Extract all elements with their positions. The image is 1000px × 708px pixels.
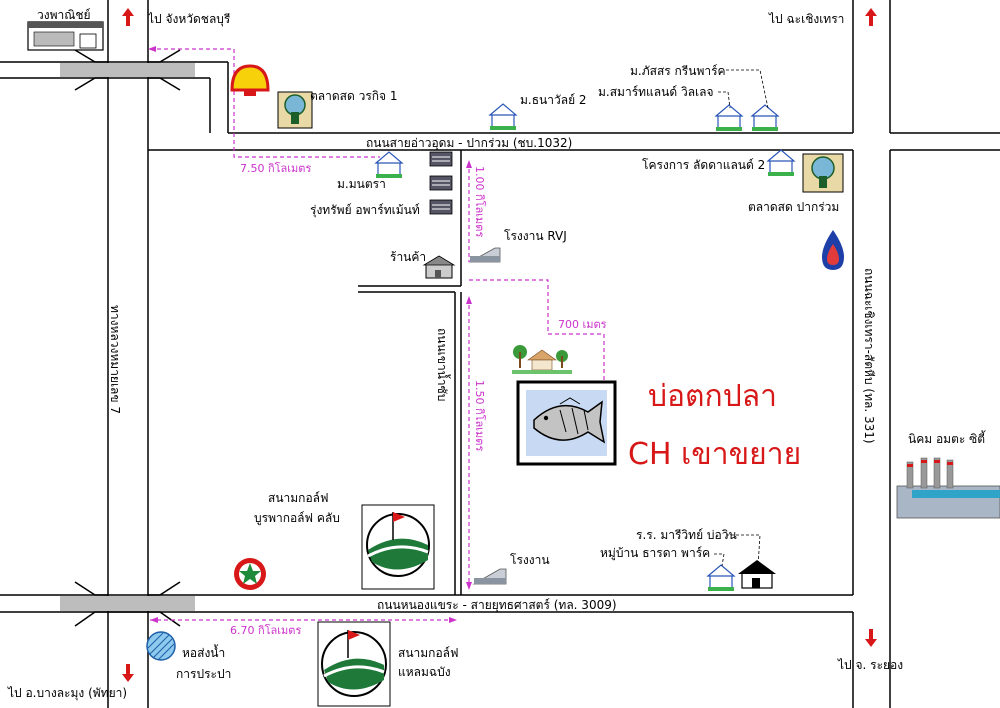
distance-6-70-label: 6.70 กิโลเมตร	[230, 624, 302, 637]
thanawan-village-label: ม.ธนาวัลย์ 2	[520, 93, 587, 107]
golf-course-icon	[361, 504, 435, 590]
water-tower-label-line2: การประปา	[176, 667, 232, 681]
golf-course-icon	[317, 621, 391, 707]
golf-laem-label-line1: สนามกอล์ฟ	[398, 646, 459, 660]
distance-700-label: 700 เมตร	[558, 318, 607, 331]
water-tower-icon	[146, 631, 176, 661]
destination-title-line2: CH เขาขยาย	[628, 437, 802, 472]
khao-namsap-road-label: ถนนเขาน้ำซับ	[435, 328, 449, 402]
school-icon	[738, 560, 776, 589]
ptt-logo-icon	[822, 230, 844, 270]
rungsap-apartment-label: รุ่งทรัพย์ อพาร์ทเม้นท์	[310, 203, 420, 217]
distance-arrowheads	[148, 46, 472, 623]
store-icon	[422, 255, 456, 279]
house-icon	[374, 103, 796, 591]
thara-park-label: หมู่บ้าน ธารดา พาร์ค	[600, 546, 711, 560]
factory-icon	[468, 247, 507, 585]
direction-label-rayong: ไป จ. ระยอง	[838, 658, 904, 672]
rvj-factory-label: โรงงาน RVJ	[504, 229, 567, 243]
highway-7-label: ทางหลวงหมายเลข 7	[108, 305, 122, 415]
top-road-label: ถนนสายอ่าวอุดม - ปากร่วม (ชบ.1032)	[366, 136, 573, 150]
golf-burapha-label-line1: สนามกอล์ฟ	[268, 491, 329, 505]
road-331-label: ถนนฉะเชิงเทรา-สัตหีบ (ทล. 331)	[862, 268, 876, 444]
caltex-logo-icon	[234, 558, 266, 590]
distance-1-00-label: 1.00 กิโลเมตร	[473, 166, 486, 238]
factory-label: โรงงาน	[510, 553, 550, 567]
direction-label-banglamung: ไป อ.บางละมุง (พัทยา)	[8, 686, 128, 700]
distance-lines	[150, 48, 605, 621]
shop-label: ร้านค้า	[390, 250, 427, 264]
market-icon	[277, 91, 313, 129]
market-worakit-label: ตลาดสด วรกิจ 1	[310, 89, 398, 103]
bottom-road-label: ถนนหนองแขระ - สายยุทธศาสตร์ (ทล. 3009)	[377, 598, 617, 612]
destination-title-line1: บ่อตกปลา	[648, 379, 777, 414]
market-icon	[802, 153, 844, 193]
direction-label-chonburi: ไป จังหวัดชลบุรี	[148, 12, 231, 26]
pattsorn-village-label: ม.ภัสสร กรีนพาร์ค	[630, 64, 726, 78]
distance-1-50-label: 1.50 กิโลเมตร	[473, 380, 486, 452]
bridges	[60, 49, 195, 627]
shop-building-icon	[27, 21, 104, 51]
apartment-icon	[429, 151, 453, 215]
direction-label-chachoengsao: ไป ฉะเชิงเทรา	[769, 12, 845, 26]
amata-city-label: นิคม อมตะ ซิตี้	[908, 432, 986, 446]
leader-lines	[714, 69, 769, 567]
golf-laem-label-line2: แหลมฉบัง	[398, 665, 451, 679]
golf-burapha-label-line2: บูรพากอล์ฟ คลับ	[254, 511, 340, 525]
market-pakruam-label: ตลาดสด ปากร่วม	[748, 200, 840, 214]
water-tower-label-line1: หอส่งน้ำ	[182, 646, 226, 660]
manatra-village-label: ม.มนตรา	[337, 177, 386, 191]
distance-7-50-label: 7.50 กิโลเมตร	[240, 162, 312, 175]
industrial-estate-icon	[896, 457, 1000, 519]
laddaland-label: โครงการ ลัดดาแลนด์ 2	[642, 158, 766, 172]
shell-logo-icon	[230, 64, 270, 96]
arrow-up-icon	[122, 8, 877, 26]
smartland-village-label: ม.สมาร์ทแลนด์ วิลเลจ	[598, 85, 714, 99]
arrow-down-icon	[122, 629, 877, 682]
fish-pond-icon	[516, 380, 617, 466]
shop-top-left-label: วงพาณิชย์	[37, 8, 91, 22]
resort-icon	[512, 345, 572, 374]
marywit-school-label: ร.ร. มารีวิทย์ บ่อวิน	[636, 528, 737, 542]
